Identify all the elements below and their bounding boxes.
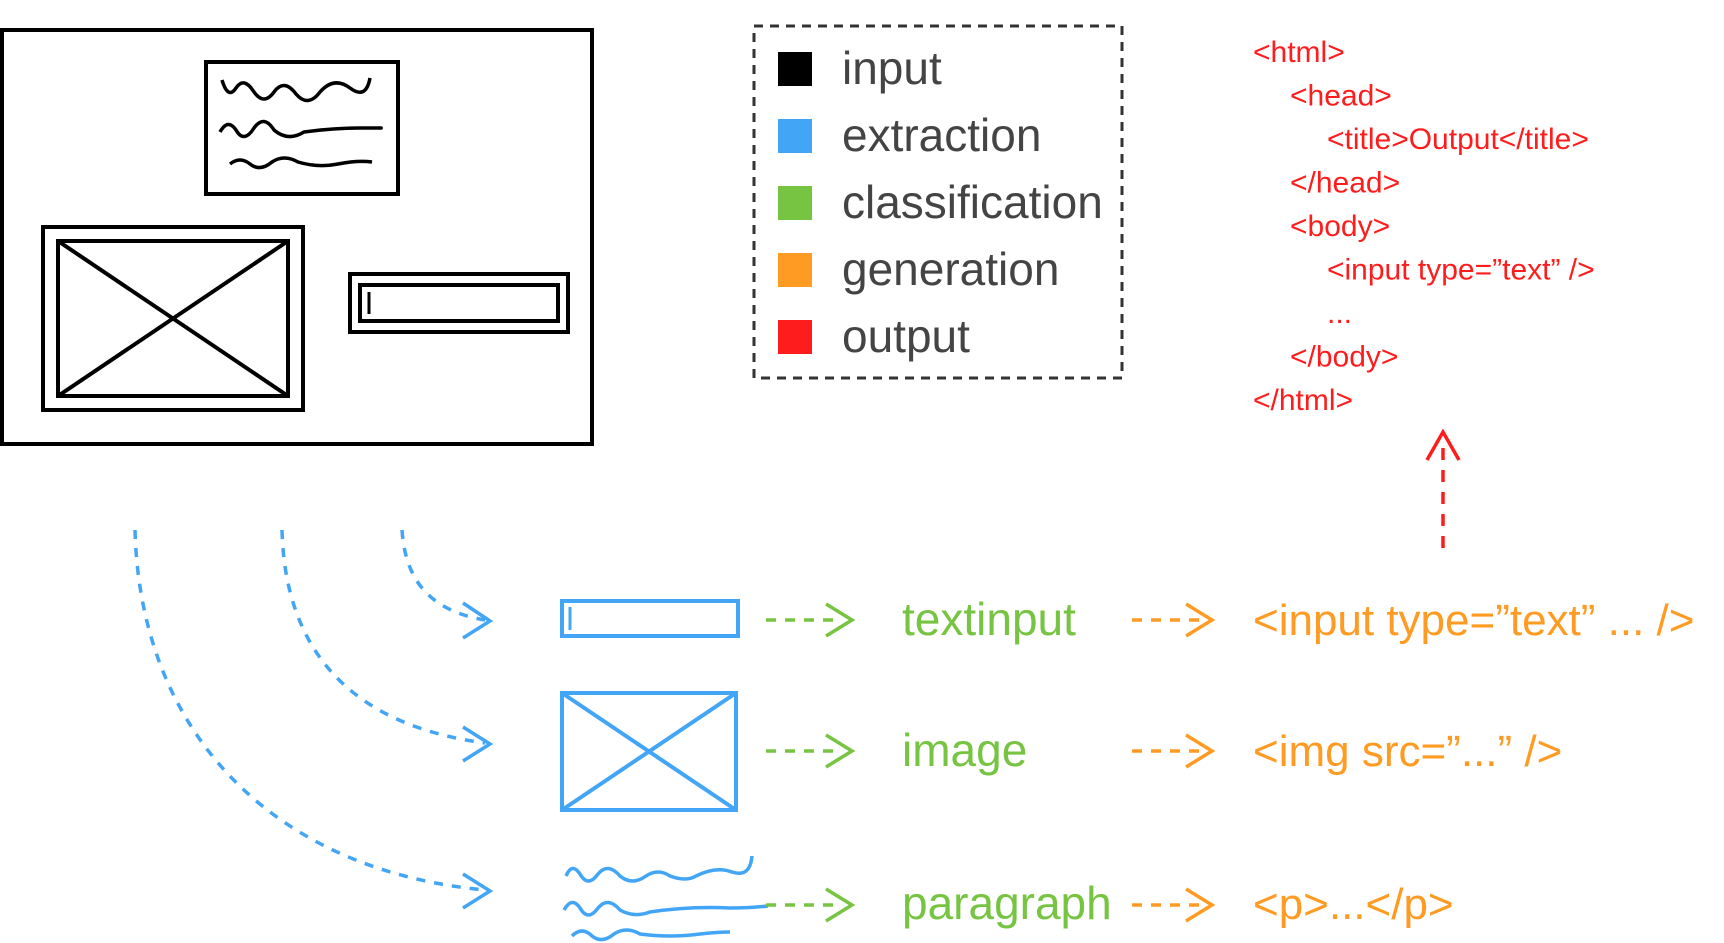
- classification-arrows: [766, 602, 856, 923]
- legend-label-input: input: [842, 42, 942, 94]
- output-arrow: [1425, 428, 1461, 548]
- code-line: <html>: [1253, 36, 1345, 69]
- legend-swatch-classification: [778, 186, 812, 220]
- extracted-paragraph-line: [562, 900, 769, 917]
- extracted-elements: [560, 599, 769, 942]
- legend-label-extraction: extraction: [842, 109, 1041, 161]
- class-label-paragraph: paragraph: [902, 877, 1112, 929]
- extracted-paragraph-line: [570, 928, 731, 942]
- mockup-scribble-line: [220, 77, 372, 103]
- generated-code-paragraph: <p>...</p>: [1253, 880, 1454, 929]
- code-line: <body>: [1290, 210, 1390, 243]
- extracted-image: [560, 691, 738, 812]
- mockup-paragraph-box: [204, 60, 400, 196]
- mockup-textinput-inner: [358, 283, 560, 323]
- extraction-arc-paragraph: [133, 529, 486, 892]
- extraction-arrowhead: [462, 601, 494, 640]
- code-line: </html>: [1253, 384, 1353, 417]
- mockup-textinput-outer: [348, 272, 570, 334]
- generated-code-textinput: <input type=”text” ... />: [1253, 596, 1694, 645]
- legend-swatch-generation: [778, 253, 812, 287]
- mockup-image-outer: [41, 225, 305, 412]
- generation-arrows: [1132, 602, 1216, 923]
- extracted-image-cross: [560, 691, 738, 812]
- code-line: </head>: [1290, 167, 1400, 200]
- legend-label-output: output: [842, 310, 970, 362]
- legend: input extraction classification generation o…: [752, 24, 1124, 380]
- output-code: <html> <head> <title>Output</title> </head>…: [1253, 36, 1595, 417]
- code-line: <head>: [1290, 80, 1392, 113]
- code-line: <title>Output</title>: [1327, 123, 1589, 156]
- extraction-arc-textinput: [400, 529, 486, 622]
- legend-swatch-input: [778, 52, 812, 86]
- class-label-image: image: [902, 724, 1027, 776]
- legend-label-generation: generation: [842, 243, 1059, 295]
- legend-swatch-extraction: [778, 119, 812, 153]
- mockup-image-inner: [56, 239, 290, 398]
- extracted-paragraph-line: [564, 855, 754, 883]
- code-line: <input type=”text” />: [1327, 254, 1595, 287]
- legend-label-classification: classification: [842, 176, 1103, 228]
- mockup-image-cross: [56, 239, 290, 398]
- code-line: </body>: [1290, 341, 1398, 374]
- mockup-scribble-line: [228, 156, 373, 170]
- extraction-arrowhead: [462, 872, 494, 910]
- input-mockup: [0, 28, 594, 446]
- generated-code-image: <img src=”...” />: [1253, 727, 1562, 776]
- code-line: ...: [1327, 297, 1352, 330]
- extraction-arrowhead: [462, 725, 494, 763]
- extracted-textinput: [560, 599, 740, 638]
- legend-swatch-output: [778, 320, 812, 354]
- extraction-arrows: [133, 529, 494, 910]
- mockup-frame: [0, 28, 594, 446]
- extraction-arc-image: [280, 529, 486, 745]
- class-label-textinput: textinput: [902, 593, 1076, 645]
- legend-box: [752, 24, 1124, 380]
- mockup-scribble-line: [218, 119, 383, 139]
